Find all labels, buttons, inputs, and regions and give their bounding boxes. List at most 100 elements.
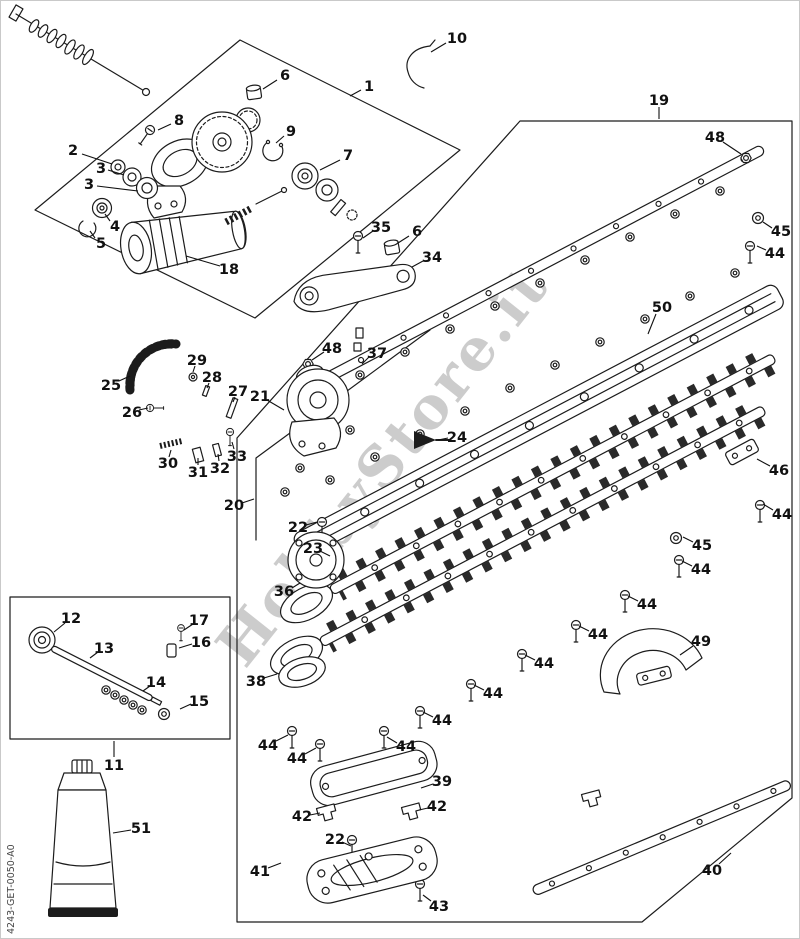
callout-label: 42 xyxy=(427,799,447,815)
callout-label: 27 xyxy=(228,384,248,400)
callout-leader xyxy=(762,221,773,229)
callout-label: 4 xyxy=(110,219,120,235)
callout-leader xyxy=(168,449,172,458)
callout-leader xyxy=(157,123,172,131)
callout-label: 16 xyxy=(191,635,211,651)
callout-label: 6 xyxy=(280,68,290,84)
callout-label: 12 xyxy=(61,611,81,627)
callout-leader xyxy=(266,399,285,411)
callout-label: 46 xyxy=(769,463,789,479)
callout-label: 49 xyxy=(691,634,711,650)
callout-leader xyxy=(756,458,771,467)
callout-label: 43 xyxy=(429,899,449,915)
callout-leader xyxy=(185,255,221,267)
callout-label: 39 xyxy=(432,774,452,790)
callout-leader xyxy=(311,351,325,361)
guard-49 xyxy=(599,628,703,695)
callout-leader xyxy=(142,685,151,692)
callout-leader xyxy=(275,734,289,742)
callout-label: 24 xyxy=(447,430,467,446)
callout-leader xyxy=(263,673,278,679)
ring-38 xyxy=(278,656,326,688)
callout-label: 44 xyxy=(258,738,278,754)
callout-label: 44 xyxy=(396,739,416,755)
callout-leader xyxy=(118,375,131,382)
callout-label: 11 xyxy=(104,758,124,774)
callout-label: 1 xyxy=(364,79,374,95)
callout-leader xyxy=(309,812,321,816)
callout-leader xyxy=(291,582,301,589)
callout-leader xyxy=(319,550,331,557)
callout-label: 15 xyxy=(189,694,209,710)
callout-leader xyxy=(112,829,132,834)
callout-leader xyxy=(305,521,318,526)
callout-label: 51 xyxy=(131,821,151,837)
callout-label: 3 xyxy=(84,177,94,193)
grease-tube-51 xyxy=(48,759,118,917)
callout-label: 28 xyxy=(202,370,222,386)
callout-leader xyxy=(138,407,149,411)
callout-label: 50 xyxy=(652,300,672,316)
sub-box-20-line xyxy=(255,329,431,541)
callout-leader xyxy=(420,783,434,789)
plate-46 xyxy=(725,438,759,466)
callout-leader xyxy=(178,643,193,649)
callout-leader xyxy=(411,260,424,268)
callout-leader xyxy=(718,852,732,865)
callout-label: 9 xyxy=(286,124,296,140)
callout-leader xyxy=(397,235,410,244)
callout-leader xyxy=(430,42,447,53)
callout-leader xyxy=(422,894,432,902)
callout-label: 21 xyxy=(250,389,270,405)
callout-label: 7 xyxy=(343,148,353,164)
callout-leader xyxy=(524,654,536,661)
callout-leader xyxy=(386,736,398,744)
callout-leader xyxy=(179,703,192,710)
callout-label: 26 xyxy=(122,405,142,421)
callout-label: 44 xyxy=(637,597,657,613)
callout-label: 3 xyxy=(96,161,106,177)
callout-leader xyxy=(722,141,742,155)
callout-label: 44 xyxy=(588,627,608,643)
callout-leader xyxy=(183,623,194,631)
callout-leader xyxy=(437,437,449,441)
callout-leader xyxy=(206,382,210,389)
callout-leader xyxy=(682,536,694,543)
callout-leader xyxy=(756,245,767,251)
callout-label: 20 xyxy=(224,498,244,514)
callout-label: 5 xyxy=(96,236,106,252)
callout-label: 38 xyxy=(246,674,266,690)
callout-leader xyxy=(267,862,282,869)
callout-label: 37 xyxy=(367,346,387,362)
fasteners xyxy=(286,152,766,902)
guide-bar-40 xyxy=(532,780,791,895)
callout-label: 33 xyxy=(227,449,247,465)
callout-leader xyxy=(262,79,278,90)
main-box-19 xyxy=(236,120,793,923)
callout-leader xyxy=(578,625,590,632)
callout-label: 44 xyxy=(483,686,503,702)
callout-label: 17 xyxy=(189,613,209,629)
callout-label: 42 xyxy=(292,809,312,825)
blade-lower xyxy=(270,399,766,676)
callout-leader xyxy=(53,622,66,633)
callout-label: 34 xyxy=(422,250,442,266)
callout-label: 8 xyxy=(174,113,184,129)
callout-label: 23 xyxy=(303,541,323,557)
callout-leader xyxy=(341,841,352,847)
callout-leader xyxy=(232,396,236,403)
callout-label: 10 xyxy=(447,31,467,47)
callout-leader xyxy=(627,595,639,602)
callout-leader xyxy=(217,453,220,462)
callout-label: 30 xyxy=(158,456,178,472)
callout-leader xyxy=(107,169,125,176)
callout-label: 41 xyxy=(250,864,270,880)
callout-leader xyxy=(192,365,196,373)
callout-leader xyxy=(89,651,99,659)
gearbox-assembly xyxy=(78,84,358,238)
callout-leader xyxy=(762,503,774,511)
callout-label: 32 xyxy=(210,461,230,477)
